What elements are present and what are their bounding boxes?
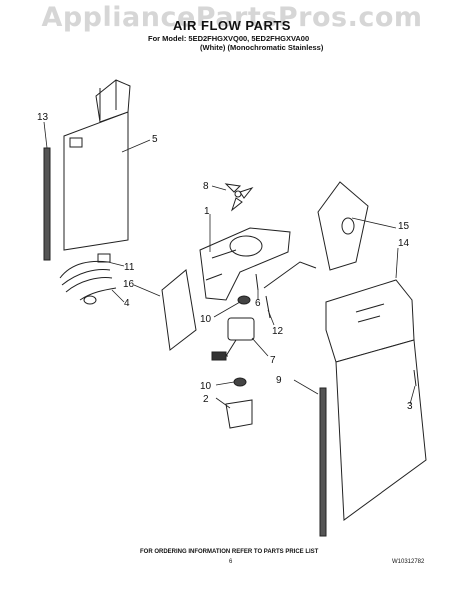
callout-14: 14 — [398, 238, 410, 249]
wire-harness — [59, 253, 117, 305]
gasket-strip-left — [43, 147, 51, 261]
grommet-upper — [237, 295, 251, 305]
fan-blade — [224, 183, 254, 212]
motor-bracket — [225, 399, 253, 429]
callout-7: 7 — [270, 355, 276, 366]
callout-13: 13 — [37, 112, 49, 123]
screw-center — [255, 273, 259, 291]
model-line-1: For Model: 5ED2FHGXVQ00, 5ED2FHGXVA00 — [148, 34, 310, 43]
gasket-strip-right — [319, 387, 327, 537]
rear-duct-panel — [63, 79, 131, 251]
callout-4: 4 — [124, 298, 130, 309]
upper-cover — [317, 181, 369, 271]
callout-9: 9 — [276, 375, 282, 386]
side-duct — [161, 269, 197, 351]
doc-number: W10312782 — [392, 559, 425, 565]
callout-10-upper: 10 — [200, 314, 212, 325]
callout-6: 6 — [255, 298, 261, 309]
page-number: 6 — [229, 559, 233, 565]
callout-12: 12 — [272, 326, 284, 337]
callout-3: 3 — [407, 401, 413, 412]
callout-11: 11 — [124, 262, 135, 273]
callout-2: 2 — [203, 394, 209, 405]
air-duct-cover — [325, 279, 427, 521]
callout-16: 16 — [123, 279, 135, 290]
callout-8: 8 — [203, 181, 209, 192]
callout-10-lower: 10 — [200, 381, 212, 392]
callout-5: 5 — [152, 134, 158, 145]
leader-lines — [43, 121, 416, 409]
screw-right — [413, 369, 417, 387]
wire-guide — [263, 261, 317, 319]
grommet-lower — [233, 377, 247, 387]
callout-15: 15 — [398, 221, 410, 232]
fan-housing — [199, 227, 291, 301]
ordering-note: FOR ORDERING INFORMATION REFER TO PARTS … — [140, 549, 319, 555]
page-title: AIR FLOW PARTS — [173, 18, 291, 33]
model-line-2: (White) (Monochromatic Stainless) — [200, 43, 324, 52]
site-watermark: AppliancePartsPros.com — [41, 2, 423, 33]
callout-1: 1 — [204, 206, 210, 217]
fan-motor — [211, 317, 255, 361]
